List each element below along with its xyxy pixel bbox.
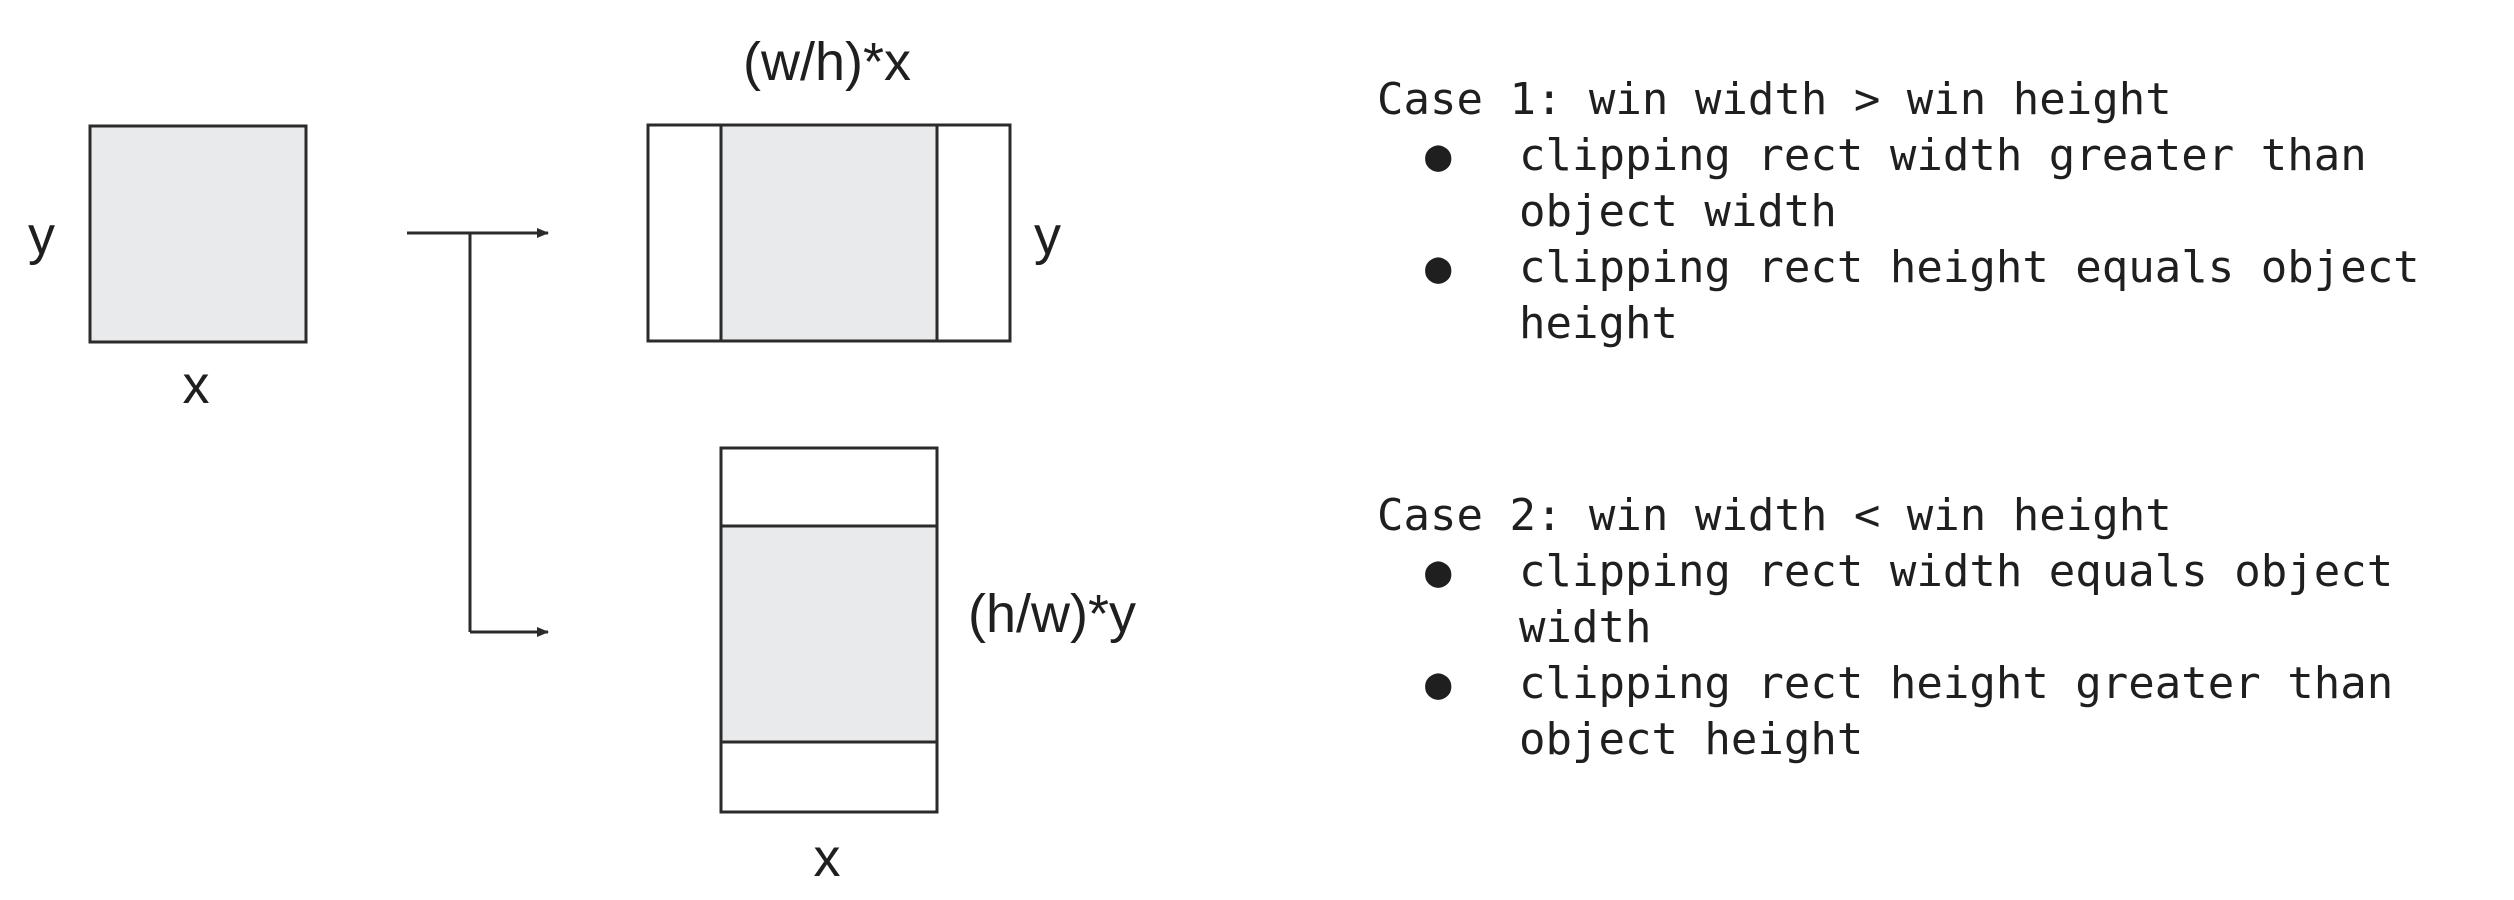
tall-height-label: (h/w)*y	[968, 584, 1136, 644]
source-object-rect	[88, 124, 308, 344]
source-height-label: y	[28, 206, 55, 266]
wide-case-object-rect	[719, 123, 939, 343]
case-2-bullet-2-text: clipping rect height greater than object…	[1519, 658, 2394, 765]
source-width-label: x	[183, 355, 210, 415]
case-2-heading: Case 2: win width < win height	[1377, 490, 2172, 541]
tall-clipping-case: (h/w)*y x	[719, 446, 1136, 888]
bullet-dot-icon: ●	[1425, 658, 1452, 709]
case-1-bullet-2: ● clipping rect height equals object hei…	[1377, 240, 2497, 352]
case-1-bullet-list: ● clipping rect width greater than objec…	[1377, 128, 2497, 352]
wide-height-label: y	[1034, 206, 1061, 266]
case-1-block: Case 1: win width > win height ● clippin…	[1377, 72, 2497, 352]
case-1-bullet-2-text: clipping rect height equals object heigh…	[1519, 242, 2420, 349]
branch-arrows	[407, 228, 549, 637]
bullet-dot-icon: ●	[1425, 130, 1452, 181]
case-2-bullet-list: ● clipping rect width equals object widt…	[1377, 544, 2497, 768]
source-object: y x	[28, 124, 308, 415]
case-1-heading: Case 1: win width > win height	[1377, 74, 2172, 125]
case-2-bullet-2: ● clipping rect height greater than obje…	[1377, 656, 2497, 768]
clipping-diagram: y x (w/h)*x y (h/w)*y x	[28, 32, 1136, 888]
case-2-bullet-1: ● clipping rect width equals object widt…	[1377, 544, 2497, 656]
case-notes: Case 1: win width > win height ● clippin…	[1377, 72, 2497, 768]
tall-case-object-rect	[719, 524, 939, 744]
case-1-bullet-1-text: clipping rect width greater than object …	[1519, 130, 2367, 237]
bullet-dot-icon: ●	[1425, 242, 1452, 293]
bullet-dot-icon: ●	[1425, 546, 1452, 597]
wide-width-label: (w/h)*x	[743, 32, 911, 92]
tall-width-label: x	[814, 828, 841, 888]
case-2-bullet-1-text: clipping rect width equals object width	[1519, 546, 2394, 653]
case-1-bullet-1: ● clipping rect width greater than objec…	[1377, 128, 2497, 240]
case-2-block: Case 2: win width < win height ● clippin…	[1377, 488, 2497, 768]
wide-clipping-case: (w/h)*x y	[646, 32, 1061, 343]
